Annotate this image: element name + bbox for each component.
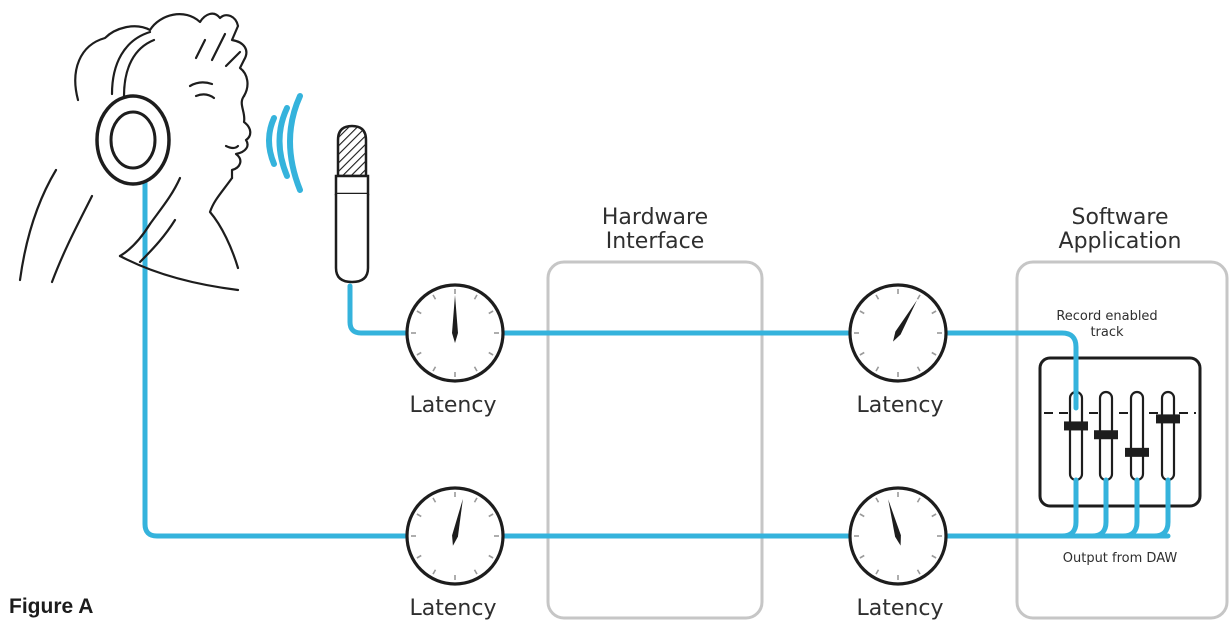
record-enabled-label-line2: track: [1090, 325, 1124, 340]
mic-input-cable: [347, 283, 411, 336]
gauge-needle-top-left: [452, 295, 458, 343]
gauge-tick: [916, 294, 921, 300]
gauge-tick: [875, 294, 880, 300]
gauge-tick: [916, 497, 921, 503]
record-enabled-label-line1: Record enabled: [1056, 309, 1157, 324]
fader-2-output: [1089, 477, 1109, 539]
hardware-title-line1: Hardware: [602, 205, 708, 230]
gauge-tick: [488, 351, 494, 356]
cable-to-record-track: [943, 330, 1079, 411]
gauge-tick: [488, 310, 494, 315]
sound-waves-icon: [266, 93, 303, 193]
gauge-tick: [875, 366, 880, 372]
gauge-tick: [473, 366, 478, 372]
gauge-tick: [931, 513, 937, 518]
gauge-tick: [473, 294, 478, 300]
mixer-panel: [1038, 356, 1202, 508]
latency-label-top-right: Latency: [857, 393, 944, 418]
fader-3-output: [1120, 477, 1140, 539]
gauge-tick: [875, 497, 880, 503]
latency-gauge-bottom-right: [848, 486, 948, 586]
fader-knob: [1094, 430, 1118, 440]
gauge-tick: [432, 569, 437, 575]
fader-knob: [1064, 421, 1088, 431]
gauge-needle-bottom-left: [452, 498, 463, 546]
gauge-tick: [931, 351, 937, 356]
gauge-needle-top-right: [893, 300, 917, 342]
fader-1-output: [1059, 477, 1079, 539]
gauge-tick: [931, 310, 937, 315]
latency-gauges: [405, 283, 948, 586]
software-title-line2: Application: [1059, 229, 1182, 254]
gauge-tick: [473, 497, 478, 503]
fader-knob: [1125, 447, 1149, 457]
fader-track: [1129, 390, 1145, 482]
software-title-line1: Software: [1072, 205, 1169, 230]
gauge-tick: [416, 351, 422, 356]
hardware-interface-box: [546, 260, 764, 620]
gauge-tick: [488, 554, 494, 559]
latency-gauge-top-left: [405, 283, 505, 383]
gauge-tick: [916, 569, 921, 575]
gauge-tick: [859, 310, 865, 315]
gauge-tick: [432, 294, 437, 300]
latency-label-bottom-left: Latency: [410, 596, 497, 621]
gauge-tick: [859, 554, 865, 559]
gauge-tick: [875, 569, 880, 575]
gauge-tick: [432, 366, 437, 372]
latency-gauge-bottom-left: [405, 486, 505, 586]
gauge-tick: [473, 569, 478, 575]
latency-label-top-left: Latency: [410, 393, 497, 418]
fader-knob: [1156, 414, 1180, 424]
headphone-return-cable: [142, 179, 411, 539]
mixer-faders: [1064, 390, 1180, 482]
fader-4-output: [1151, 477, 1171, 539]
latency-label-bottom-right: Latency: [857, 596, 944, 621]
gauge-tick: [416, 513, 422, 518]
gauge-tick: [488, 513, 494, 518]
gauge-tick: [859, 351, 865, 356]
gauge-tick: [859, 513, 865, 518]
gauge-tick: [931, 554, 937, 559]
gauge-tick: [416, 554, 422, 559]
fader-track: [1160, 390, 1176, 482]
gauge-needle-bottom-right: [888, 499, 901, 546]
gauge-tick: [432, 497, 437, 503]
gauge-tick: [916, 366, 921, 372]
figure-label: Figure A: [9, 595, 93, 618]
gauge-tick: [416, 310, 422, 315]
latency-gauge-top-right: [848, 283, 948, 383]
microphone-icon: [334, 124, 370, 284]
hardware-title-line2: Interface: [606, 229, 705, 254]
singer-with-headphones-illustration: [18, 12, 252, 292]
output-from-daw-label: Output from DAW: [1063, 551, 1178, 566]
